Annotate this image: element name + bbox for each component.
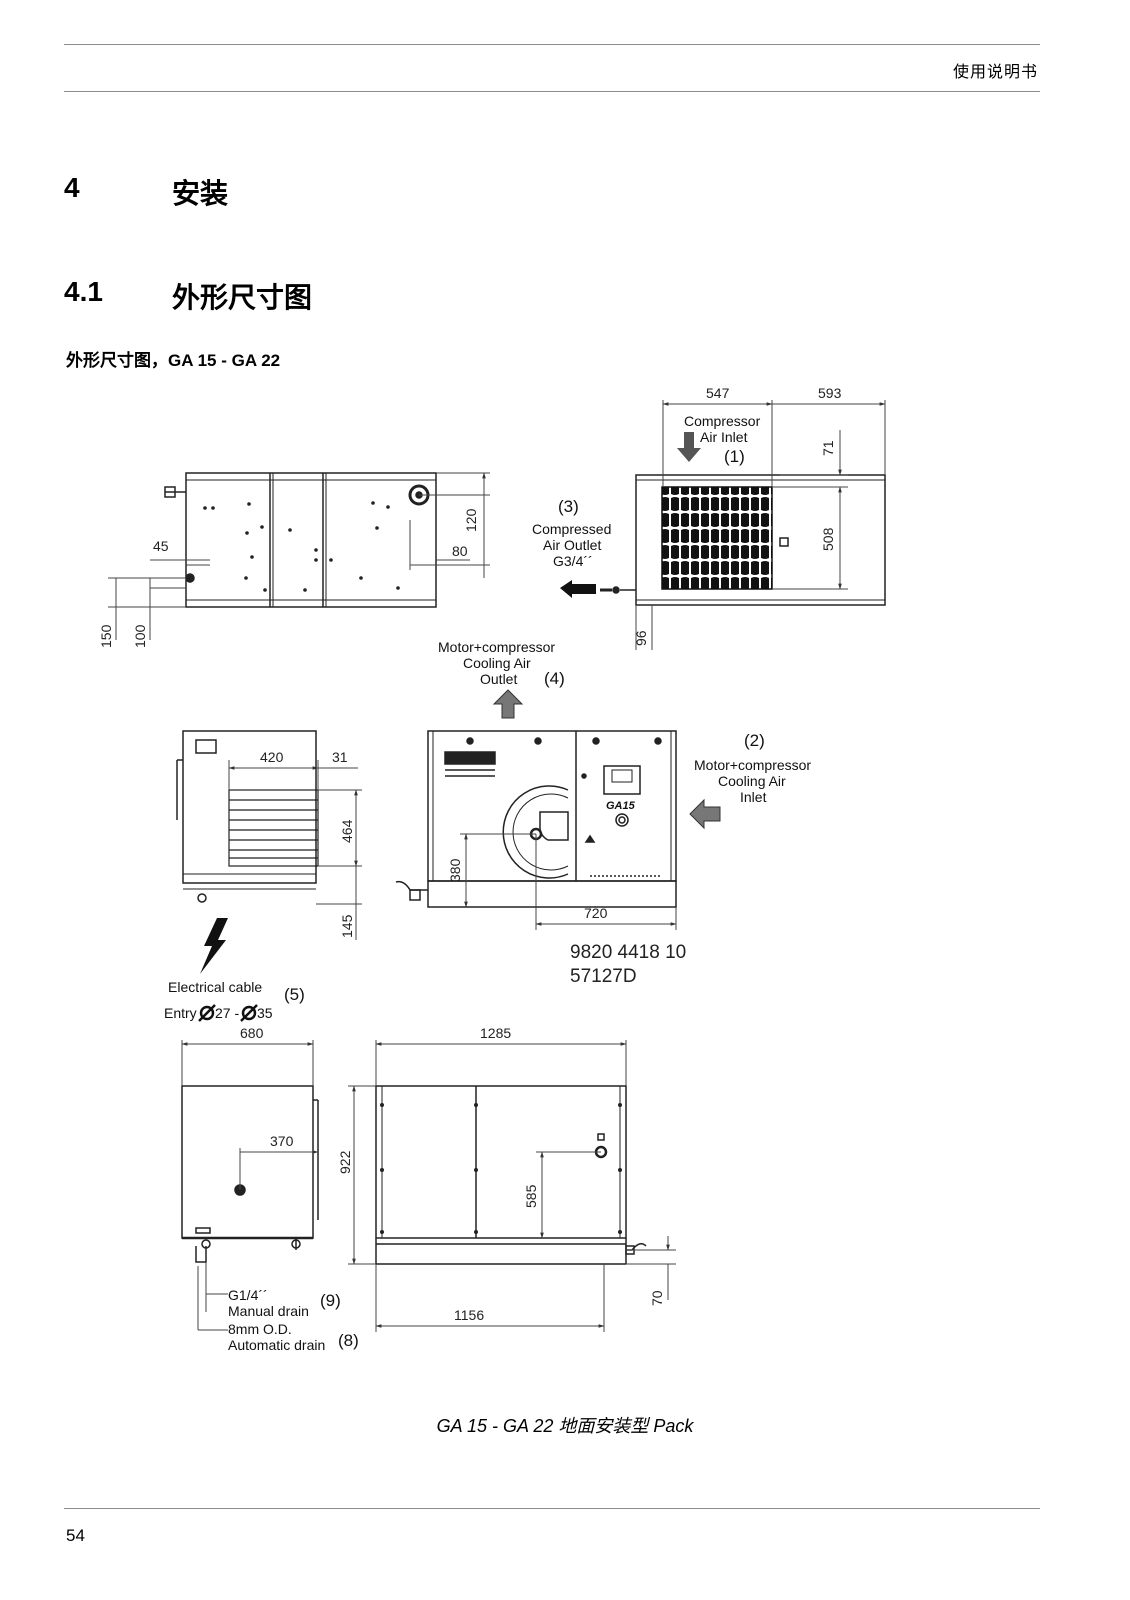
dim-45: 45 — [153, 538, 169, 554]
dim-1285: 1285 — [480, 1025, 511, 1041]
label-1: (1) — [724, 447, 745, 466]
rear-side-view — [375, 1085, 647, 1265]
figure-heading: 外形尺寸图，GA 15 - GA 22 — [66, 351, 281, 370]
subsection-number: 4.1 — [64, 276, 103, 307]
dim-100: 100 — [132, 624, 148, 648]
figure-caption: GA 15 - GA 22 地面安装型 Pack — [436, 1416, 694, 1436]
header-rule — [64, 91, 1040, 92]
compressor-inlet-line2: Air Inlet — [700, 429, 748, 445]
dim-150: 150 — [98, 624, 114, 648]
side-view-inlet — [600, 474, 886, 606]
side-view-cooler — [176, 730, 319, 903]
section-number: 4 — [64, 172, 80, 203]
diameter-icon — [240, 1004, 258, 1022]
dim-680: 680 — [240, 1025, 264, 1041]
electrical-range-b: 35 — [257, 1005, 273, 1021]
down-arrow-icon — [677, 432, 701, 462]
compressed-outlet-line3: G3/4´´ — [553, 553, 593, 569]
side-view-cooler-dimensions — [228, 760, 362, 940]
top-rule — [64, 44, 1040, 45]
dim-380: 380 — [447, 858, 463, 882]
dim-145: 145 — [339, 914, 355, 938]
compressed-outlet-line1: Compressed — [532, 521, 611, 537]
dim-420: 420 — [260, 749, 284, 765]
rear-side-view-dimensions — [348, 1040, 676, 1332]
subsection-title: 外形尺寸图 — [172, 282, 313, 313]
dim-585: 585 — [523, 1184, 539, 1208]
label-2: (2) — [744, 731, 765, 750]
electrical-range-a: 27 - — [215, 1005, 239, 1021]
model-badge: GA15 — [606, 800, 636, 812]
top-view-dimensions — [108, 472, 490, 640]
drawing-code: 57127D — [570, 966, 637, 987]
dim-80: 80 — [452, 543, 468, 559]
dim-71: 71 — [820, 440, 836, 456]
left-arrow-icon — [689, 798, 721, 830]
label-3: (3) — [558, 497, 579, 516]
compressed-outlet-line2: Air Outlet — [543, 537, 601, 553]
diameter-icon — [198, 1004, 216, 1022]
cooling-outlet-line1: Motor+compressor — [438, 639, 555, 655]
page-number: 54 — [66, 1526, 85, 1545]
manual-drain-line1: G1/4´´ — [228, 1287, 268, 1303]
part-number: 9820 4418 10 — [570, 942, 686, 963]
side-view-dimensions — [635, 400, 886, 650]
dim-508: 508 — [820, 527, 836, 551]
dim-70: 70 — [649, 1290, 665, 1306]
up-arrow-icon — [492, 689, 524, 719]
document-title: 使用说明书 — [952, 64, 1038, 81]
cooling-outlet-line3: Outlet — [480, 671, 517, 687]
electrical-bolt-icon — [200, 918, 228, 974]
dim-922: 922 — [337, 1150, 353, 1174]
cooling-inlet-line2: Cooling Air — [718, 773, 786, 789]
dim-120: 120 — [463, 508, 479, 532]
label-9: (9) — [320, 1291, 341, 1310]
manual-drain-line2: Manual drain — [228, 1303, 309, 1319]
cooling-outlet-line2: Cooling Air — [463, 655, 531, 671]
left-arrow-icon — [560, 580, 596, 598]
electrical-entry: Entry — [164, 1005, 197, 1021]
top-view — [164, 472, 437, 608]
label-4: (4) — [544, 669, 565, 688]
dim-96: 96 — [633, 630, 649, 646]
dim-720: 720 — [584, 905, 608, 921]
dim-547: 547 — [706, 385, 730, 401]
cooling-inlet-line3: Inlet — [740, 789, 767, 805]
label-5: (5) — [284, 985, 305, 1004]
section-title: 安装 — [172, 178, 229, 209]
auto-drain-line1: 8mm O.D. — [228, 1321, 292, 1337]
rear-view-dimensions — [181, 1040, 319, 1331]
front-view-dimensions — [460, 833, 677, 930]
electrical-line1: Electrical cable — [168, 979, 262, 995]
auto-drain-line2: Automatic drain — [228, 1337, 325, 1353]
dim-1156: 1156 — [454, 1307, 484, 1323]
dim-31: 31 — [332, 749, 348, 765]
cooling-inlet-line1: Motor+compressor — [694, 757, 811, 773]
front-view — [395, 730, 677, 908]
compressor-inlet-line1: Compressor — [684, 413, 761, 429]
dim-593: 593 — [818, 385, 842, 401]
label-8: (8) — [338, 1331, 359, 1350]
rear-view — [181, 1085, 319, 1263]
dim-370: 370 — [270, 1133, 294, 1149]
footer-rule — [64, 1508, 1040, 1509]
dim-464: 464 — [339, 819, 355, 843]
